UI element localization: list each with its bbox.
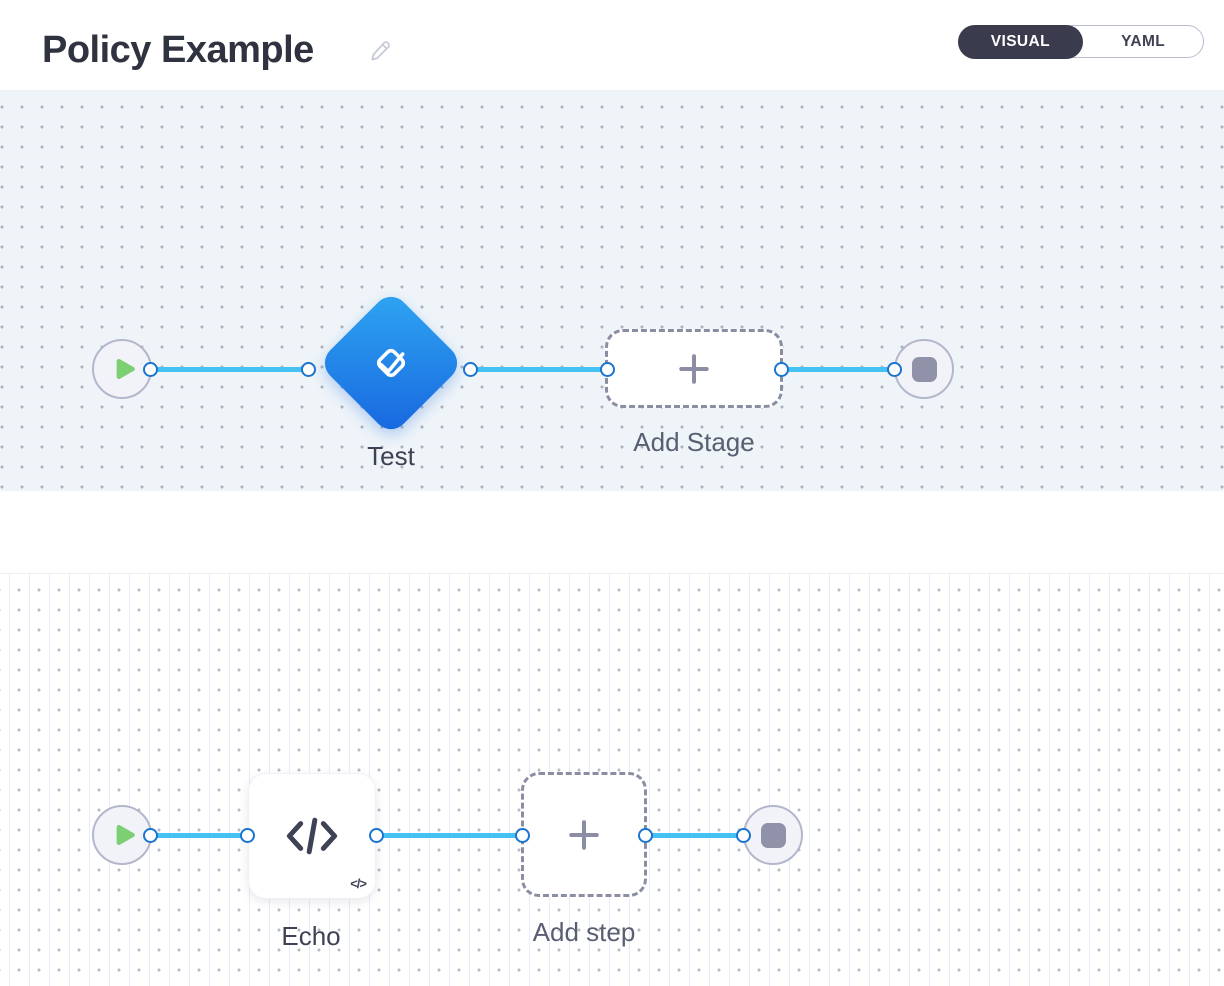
stage-label: Test <box>367 441 415 471</box>
connector-port[interactable] <box>239 827 255 843</box>
page-title: Policy Example <box>42 29 314 71</box>
add-stage-label: Add Stage <box>633 427 755 457</box>
play-icon <box>111 356 137 382</box>
connector-port[interactable] <box>773 361 789 377</box>
stage-config-tabbar: Overview Execution <box>0 491 1224 574</box>
connector-port[interactable] <box>142 827 158 843</box>
connector-edge <box>376 832 522 838</box>
play-icon <box>111 822 137 848</box>
plus-icon <box>566 817 602 853</box>
add-step-button[interactable] <box>521 772 647 897</box>
step-canvas[interactable]: </> Echo Add step <box>0 574 1224 986</box>
connector-port[interactable] <box>599 361 615 377</box>
pipeline-end-node[interactable] <box>894 339 954 399</box>
stop-icon <box>760 822 786 848</box>
test-check-icon <box>365 337 417 389</box>
connector-port[interactable] <box>886 361 902 377</box>
execution-start-node[interactable] <box>92 805 152 865</box>
plus-icon <box>676 351 712 387</box>
code-icon <box>286 813 338 859</box>
header: Policy Example VISUAL YAML <box>0 0 1224 91</box>
step-label: Echo <box>281 921 341 951</box>
toggle-yaml-button[interactable]: YAML <box>1083 26 1203 57</box>
stage-node-test[interactable] <box>317 289 465 437</box>
connector-edge <box>470 366 607 372</box>
execution-end-node[interactable] <box>743 805 803 865</box>
connector-port[interactable] <box>637 827 653 843</box>
visual-yaml-toggle: VISUAL YAML <box>957 24 1204 59</box>
connector-port[interactable] <box>735 827 751 843</box>
connector-port[interactable] <box>300 361 316 377</box>
connector-port[interactable] <box>462 361 478 377</box>
stage-canvas[interactable]: Test Add Stage <box>0 91 1224 491</box>
edit-pencil-icon[interactable] <box>368 38 394 64</box>
connector-port[interactable] <box>514 827 530 843</box>
add-stage-button[interactable] <box>605 329 783 408</box>
add-step-label: Add step <box>532 917 636 947</box>
step-node-echo[interactable]: </> <box>248 773 376 899</box>
script-type-badge: </> <box>350 876 367 891</box>
connector-edge <box>781 366 894 372</box>
connector-port[interactable] <box>142 361 158 377</box>
connector-edge <box>150 832 247 838</box>
connector-port[interactable] <box>368 827 384 843</box>
stop-icon <box>911 356 937 382</box>
toggle-visual-button[interactable]: VISUAL <box>957 24 1084 59</box>
connector-edge <box>150 366 308 372</box>
connector-edge <box>645 832 743 838</box>
